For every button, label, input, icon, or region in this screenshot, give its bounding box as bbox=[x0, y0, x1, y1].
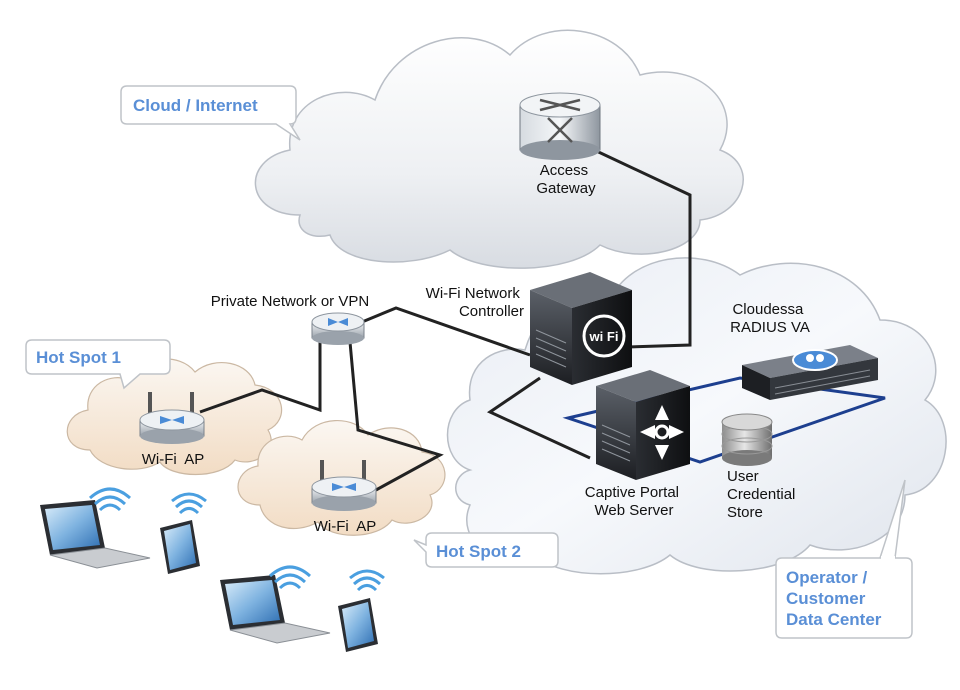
callout-data-center-line1: Operator / bbox=[786, 568, 868, 587]
label-radius-line2: RADIUS VA bbox=[730, 319, 810, 336]
radius-server bbox=[742, 345, 878, 400]
wifi-signal-icon bbox=[88, 487, 132, 512]
link-vpn-controller bbox=[361, 306, 531, 357]
label-wifi-ap-1: Wi-Fi AP bbox=[142, 451, 205, 468]
link-vpn-ap2 bbox=[348, 341, 444, 492]
label-access-gateway: Access Gateway bbox=[536, 162, 596, 197]
label-wifi-controller-line2: Controller bbox=[459, 303, 524, 320]
callout-data-center-text: Operator / Customer Data Center bbox=[786, 568, 882, 629]
wifi-ap-2 bbox=[311, 460, 377, 511]
wifi-signal-icon bbox=[268, 565, 312, 590]
label-wifi-ap-2: Wi-Fi AP bbox=[314, 518, 377, 535]
tablet-icon bbox=[160, 520, 200, 574]
wifi-ap-1 bbox=[139, 392, 205, 444]
access-gateway-router bbox=[519, 92, 601, 160]
label-credential-store-line2: Credential bbox=[727, 486, 795, 503]
cloud-internet bbox=[254, 29, 744, 269]
laptop-icon bbox=[220, 575, 331, 644]
label-captive-portal-line1: Captive Portal bbox=[585, 484, 679, 501]
captive-portal-server bbox=[596, 370, 690, 480]
label-wifi-controller-line1: Wi-Fi Network bbox=[426, 285, 521, 302]
wifi-controller-server: wi Fi bbox=[530, 272, 632, 385]
wifi-logo-text: wi Fi bbox=[589, 329, 619, 344]
callout-cloud-internet-text: Cloud / Internet bbox=[133, 96, 258, 115]
label-private-network: Private Network or VPN bbox=[211, 293, 369, 310]
callout-data-center: Operator / Customer Data Center bbox=[775, 479, 913, 639]
vpn-router bbox=[311, 312, 365, 345]
callout-cloud-internet: Cloud / Internet bbox=[120, 85, 301, 141]
router-arrows-icon bbox=[328, 318, 348, 326]
wifi-signal-icon bbox=[349, 569, 385, 592]
label-access-gateway-line2: Gateway bbox=[536, 180, 596, 197]
label-captive-portal: Captive Portal Web Server bbox=[585, 484, 683, 519]
label-captive-portal-line2: Web Server bbox=[595, 502, 674, 519]
callout-hot-spot-1-text: Hot Spot 1 bbox=[36, 348, 121, 367]
router-arrows-icon bbox=[332, 483, 356, 491]
router-arrows-icon bbox=[539, 98, 581, 143]
callout-data-center-line3: Data Center bbox=[786, 610, 882, 629]
tablet-icon bbox=[338, 598, 378, 652]
router-arrows-icon bbox=[160, 416, 184, 424]
label-credential-store: User Credential Store bbox=[727, 468, 800, 521]
link-gateway-controller bbox=[589, 146, 692, 349]
callout-hot-spot-2: Hot Spot 2 bbox=[413, 532, 559, 568]
portal-arrows-icon bbox=[640, 405, 684, 460]
link-vpn-ap1 bbox=[199, 338, 322, 414]
callout-data-center-line2: Customer bbox=[786, 589, 866, 608]
wifi-signal-icon bbox=[171, 492, 207, 515]
credential-store-database bbox=[721, 413, 773, 466]
callout-hot-spot-2-text: Hot Spot 2 bbox=[436, 542, 521, 561]
cloudessa-logo-icon bbox=[792, 349, 838, 371]
label-credential-store-line3: Store bbox=[727, 504, 763, 521]
label-radius-line1: Cloudessa bbox=[732, 301, 804, 318]
laptop-icon bbox=[40, 500, 151, 569]
label-credential-store-line1: User bbox=[727, 468, 759, 485]
label-wifi-controller: Wi-Fi Network Controller bbox=[426, 285, 524, 320]
callout-hot-spot-1: Hot Spot 1 bbox=[25, 339, 171, 390]
label-radius: Cloudessa RADIUS VA bbox=[730, 301, 810, 336]
link-controller-portal bbox=[486, 376, 591, 460]
label-access-gateway-line1: Access bbox=[540, 162, 588, 179]
wifi-logo-icon: wi Fi bbox=[582, 314, 626, 358]
